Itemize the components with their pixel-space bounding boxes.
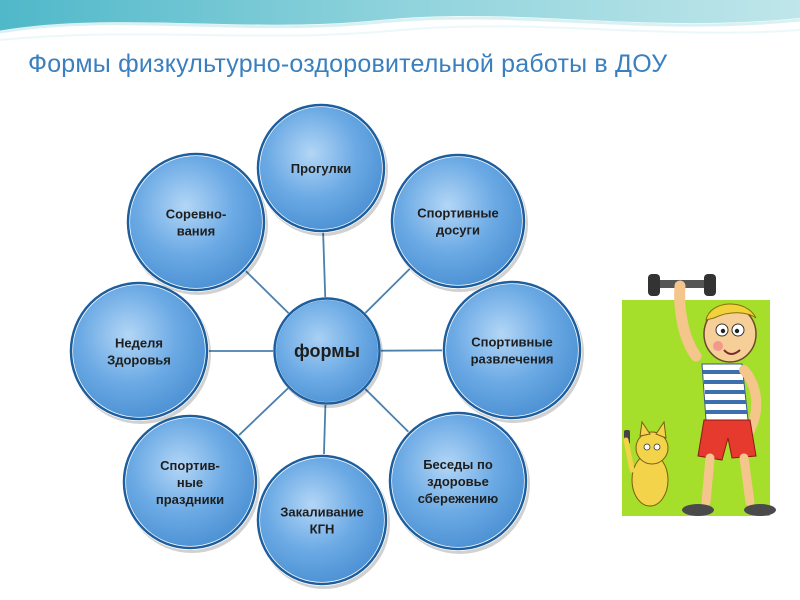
bubble-sport-holidays: Спортив-ные праздники bbox=[122, 414, 260, 553]
bubble-label-health-week-line: Здоровья bbox=[107, 353, 171, 368]
bubble-health-talks: Беседы по здоровье сбережению bbox=[388, 411, 530, 554]
bubble-competitions: Соревно-вания bbox=[126, 152, 268, 295]
hub-label: формы bbox=[294, 341, 360, 361]
bubble-label-sport-entertainment: Спортивные развлечения bbox=[471, 335, 554, 367]
bubble-label-health-week-line: Неделя bbox=[115, 336, 163, 351]
bubble-label-health-talks-line: Беседы по bbox=[423, 457, 493, 472]
bubble-label-hardening-line: КГН bbox=[310, 522, 335, 537]
bubble-label-health-talks: Беседы по здоровье сбережению bbox=[418, 457, 499, 506]
bubble-label-sport-holidays-line: ные bbox=[177, 475, 203, 490]
bubble-label-sport-holidays-line: Спортив- bbox=[160, 458, 220, 473]
bubble-label-sport-leisure-line: досуги bbox=[436, 223, 480, 238]
bubble-label-competitions: Соревно-вания bbox=[166, 207, 227, 239]
hub-label-line: формы bbox=[294, 341, 360, 361]
bubble-label-hardening-line: Закаливание bbox=[280, 505, 363, 520]
bubble-label-sport-holidays: Спортив-ные праздники bbox=[156, 458, 224, 507]
bubble-label-health-talks-line: здоровье bbox=[427, 474, 489, 489]
hub-bubble: формы bbox=[273, 297, 383, 408]
bubble-label-competitions-line: вания bbox=[177, 224, 215, 239]
bubble-sport-leisure: Спортивные досуги bbox=[390, 153, 528, 292]
bubble-label-sport-holidays-line: праздники bbox=[156, 492, 224, 507]
bubble-label-sport-leisure: Спортивные досуги bbox=[417, 206, 499, 238]
bubble-walks: Прогулки bbox=[256, 103, 388, 236]
bubble-label-health-talks-line: сбережению bbox=[418, 491, 499, 506]
slide-title: Формы физкультурно-оздоровительной работ… bbox=[28, 50, 668, 78]
bubble-label-sport-entertainment-line: развлечения bbox=[471, 352, 554, 367]
bubble-label-walks: Прогулки bbox=[291, 161, 351, 176]
athlete-illustration bbox=[622, 274, 776, 516]
bubble-label-sport-entertainment-line: Спортивные bbox=[471, 335, 553, 350]
bubble-sport-entertainment: Спортивные развлечения bbox=[442, 280, 584, 423]
bubble-label-sport-leisure-line: Спортивные bbox=[417, 206, 499, 221]
bubble-label-walks-line: Прогулки bbox=[291, 161, 351, 176]
header-wave-decoration bbox=[0, 0, 800, 41]
bubble-label-competitions-line: Соревно- bbox=[166, 207, 227, 222]
